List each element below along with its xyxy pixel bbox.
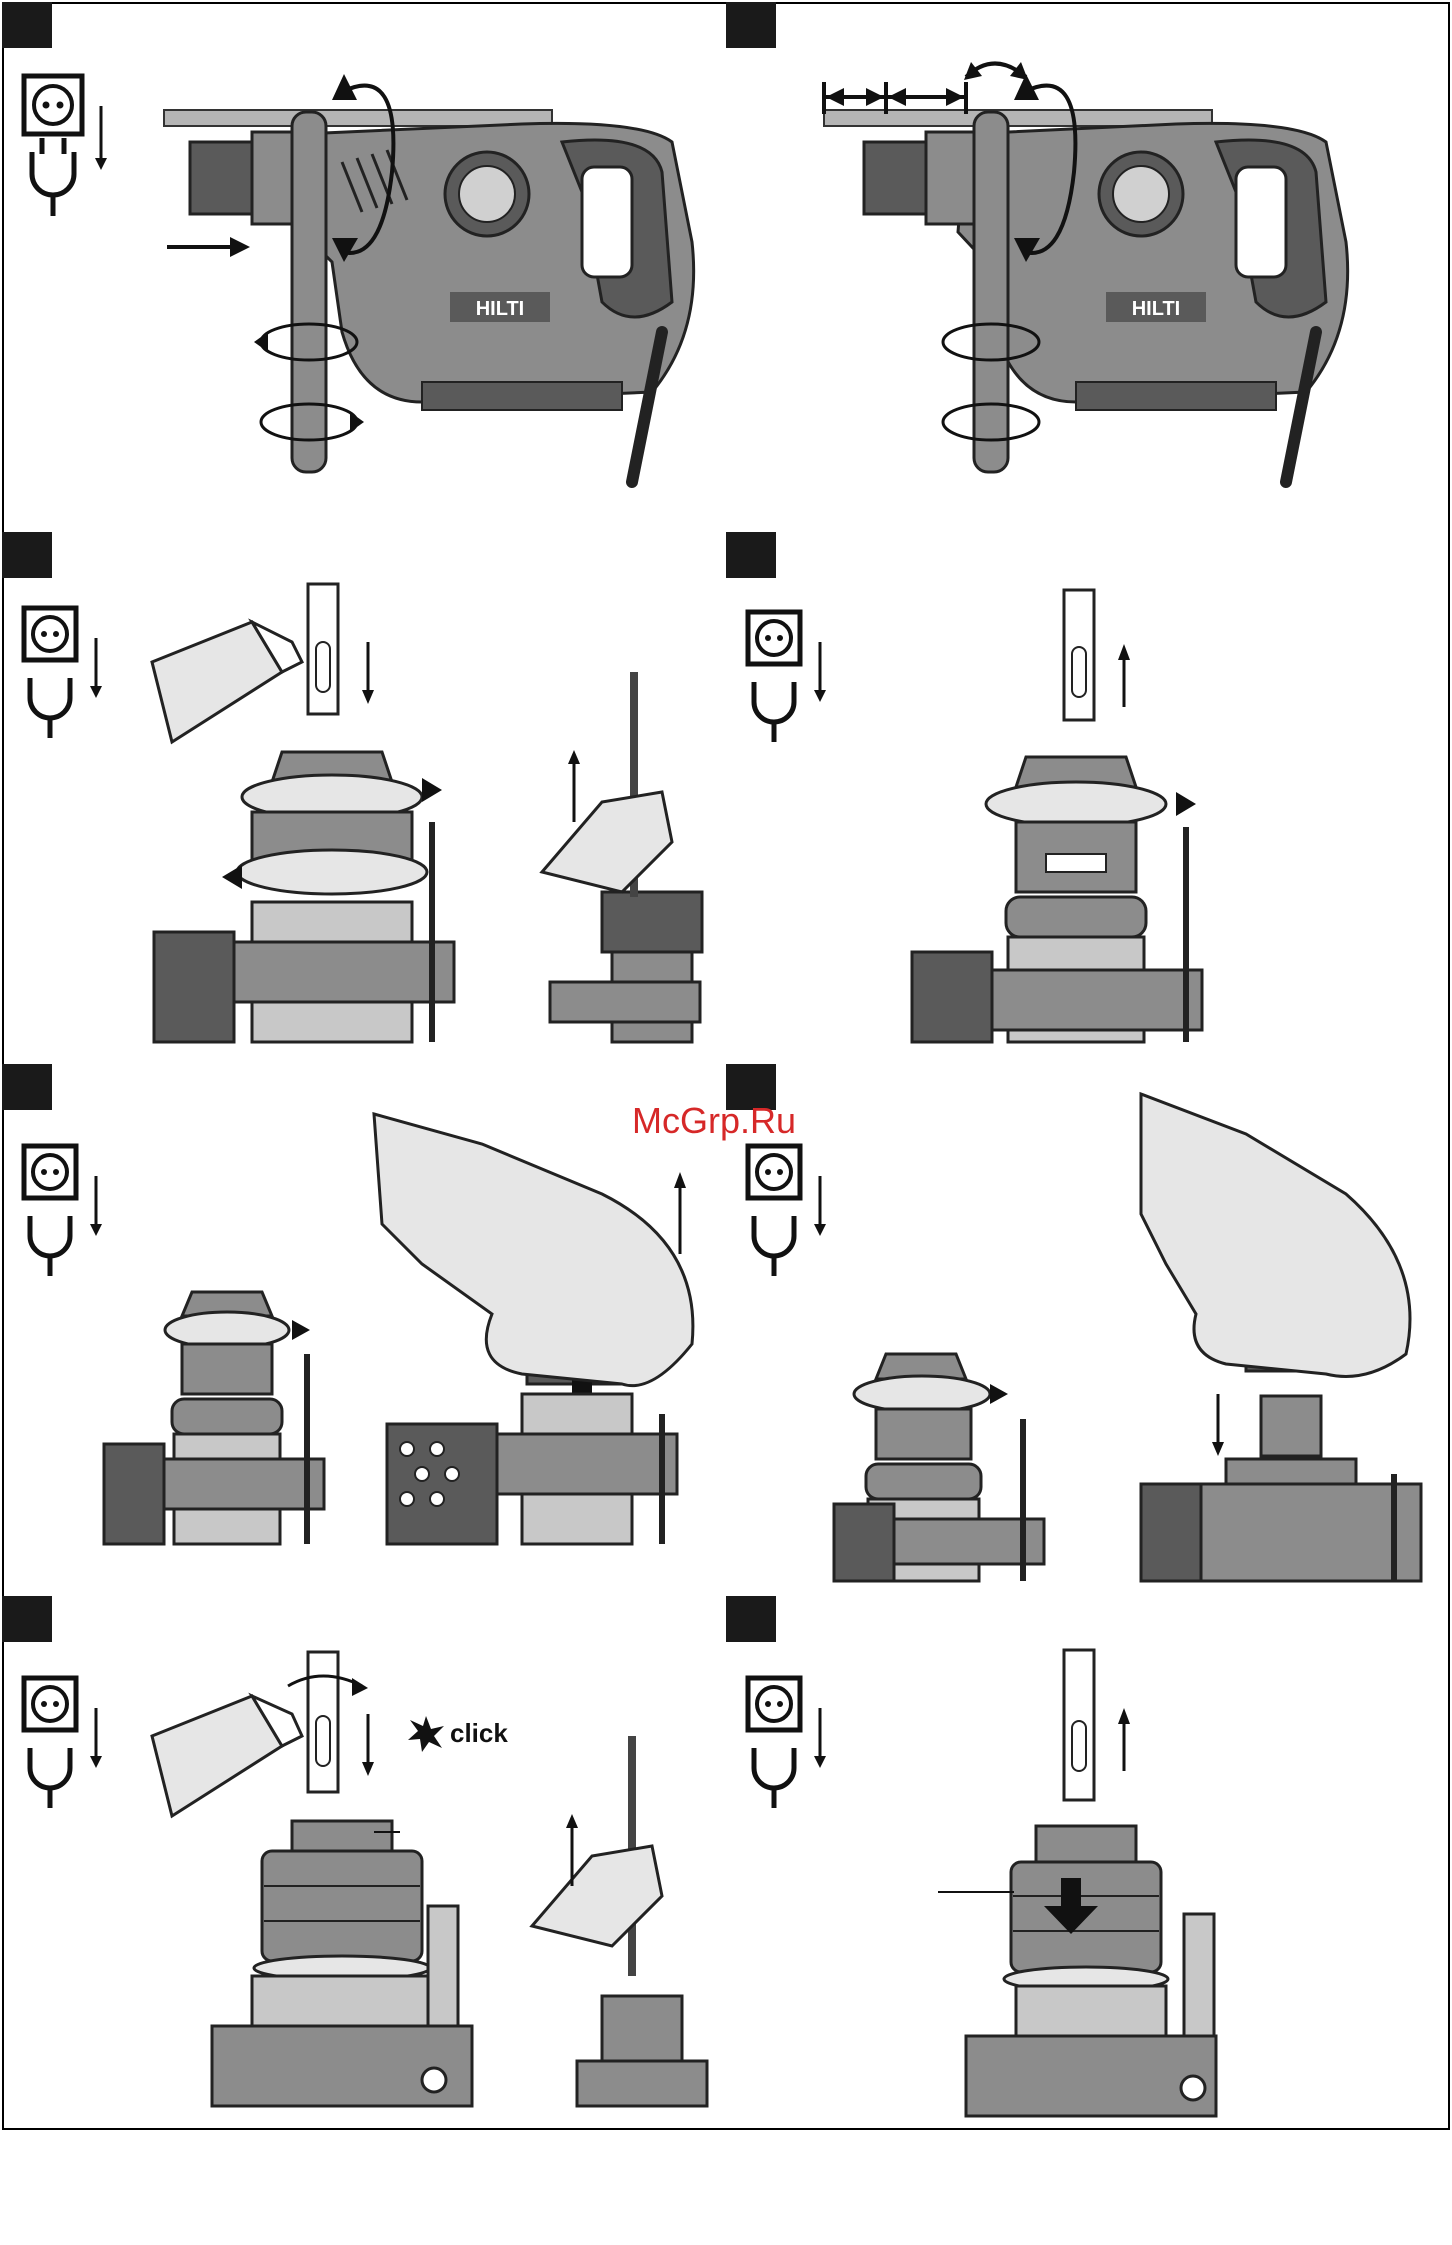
click-label: click xyxy=(450,1718,508,1749)
panel-3-illustration xyxy=(2,532,726,1064)
unplug-icon xyxy=(24,1146,102,1276)
unplug-icon xyxy=(24,1678,102,1808)
panel-7-insert-tool-click: click xyxy=(2,1596,726,2130)
unplug-icon xyxy=(748,1678,826,1808)
watermark: McGrp.Ru xyxy=(632,1100,796,1142)
panel-8-remove-tool-locked xyxy=(726,1596,1450,2130)
tool-shank xyxy=(308,1652,338,1792)
unplug-icon xyxy=(748,1146,826,1276)
panel-5-illustration xyxy=(2,1064,726,1596)
brand-logo: HILTI xyxy=(1132,298,1181,320)
unplug-icon xyxy=(24,608,102,738)
glove xyxy=(1141,1094,1410,1377)
panel-6-insert-chuck xyxy=(726,1064,1450,1596)
side-handle xyxy=(974,112,1008,472)
glove xyxy=(532,1846,662,1946)
tool-shank xyxy=(308,584,338,714)
panel-7-illustration xyxy=(2,1596,726,2130)
brand-logo: HILTI xyxy=(476,298,525,320)
panel-1-side-handle-adjust: HILTI xyxy=(2,2,726,532)
panel-8-illustration xyxy=(726,1596,1450,2130)
click-burst-icon xyxy=(408,1716,444,1752)
panel-1-illustration: HILTI xyxy=(2,2,726,532)
unplug-icon xyxy=(24,76,107,216)
panel-5-remove-chuck xyxy=(2,1064,726,1596)
panel-2-illustration: HILTI xyxy=(726,2,1450,532)
unplug-icon xyxy=(748,612,826,742)
side-handle xyxy=(292,112,326,472)
glove xyxy=(374,1114,693,1386)
depth-gauge-rod xyxy=(164,110,552,126)
panel-2-depth-gauge: HILTI xyxy=(726,2,1450,532)
tool-shank xyxy=(1064,590,1094,720)
glove xyxy=(542,792,672,892)
tool-shank xyxy=(1064,1650,1094,1800)
panel-4-illustration xyxy=(726,532,1450,1064)
panel-4-remove-tool xyxy=(726,532,1450,1064)
panel-3-insert-tool xyxy=(2,532,726,1064)
panel-6-illustration xyxy=(726,1064,1450,1596)
